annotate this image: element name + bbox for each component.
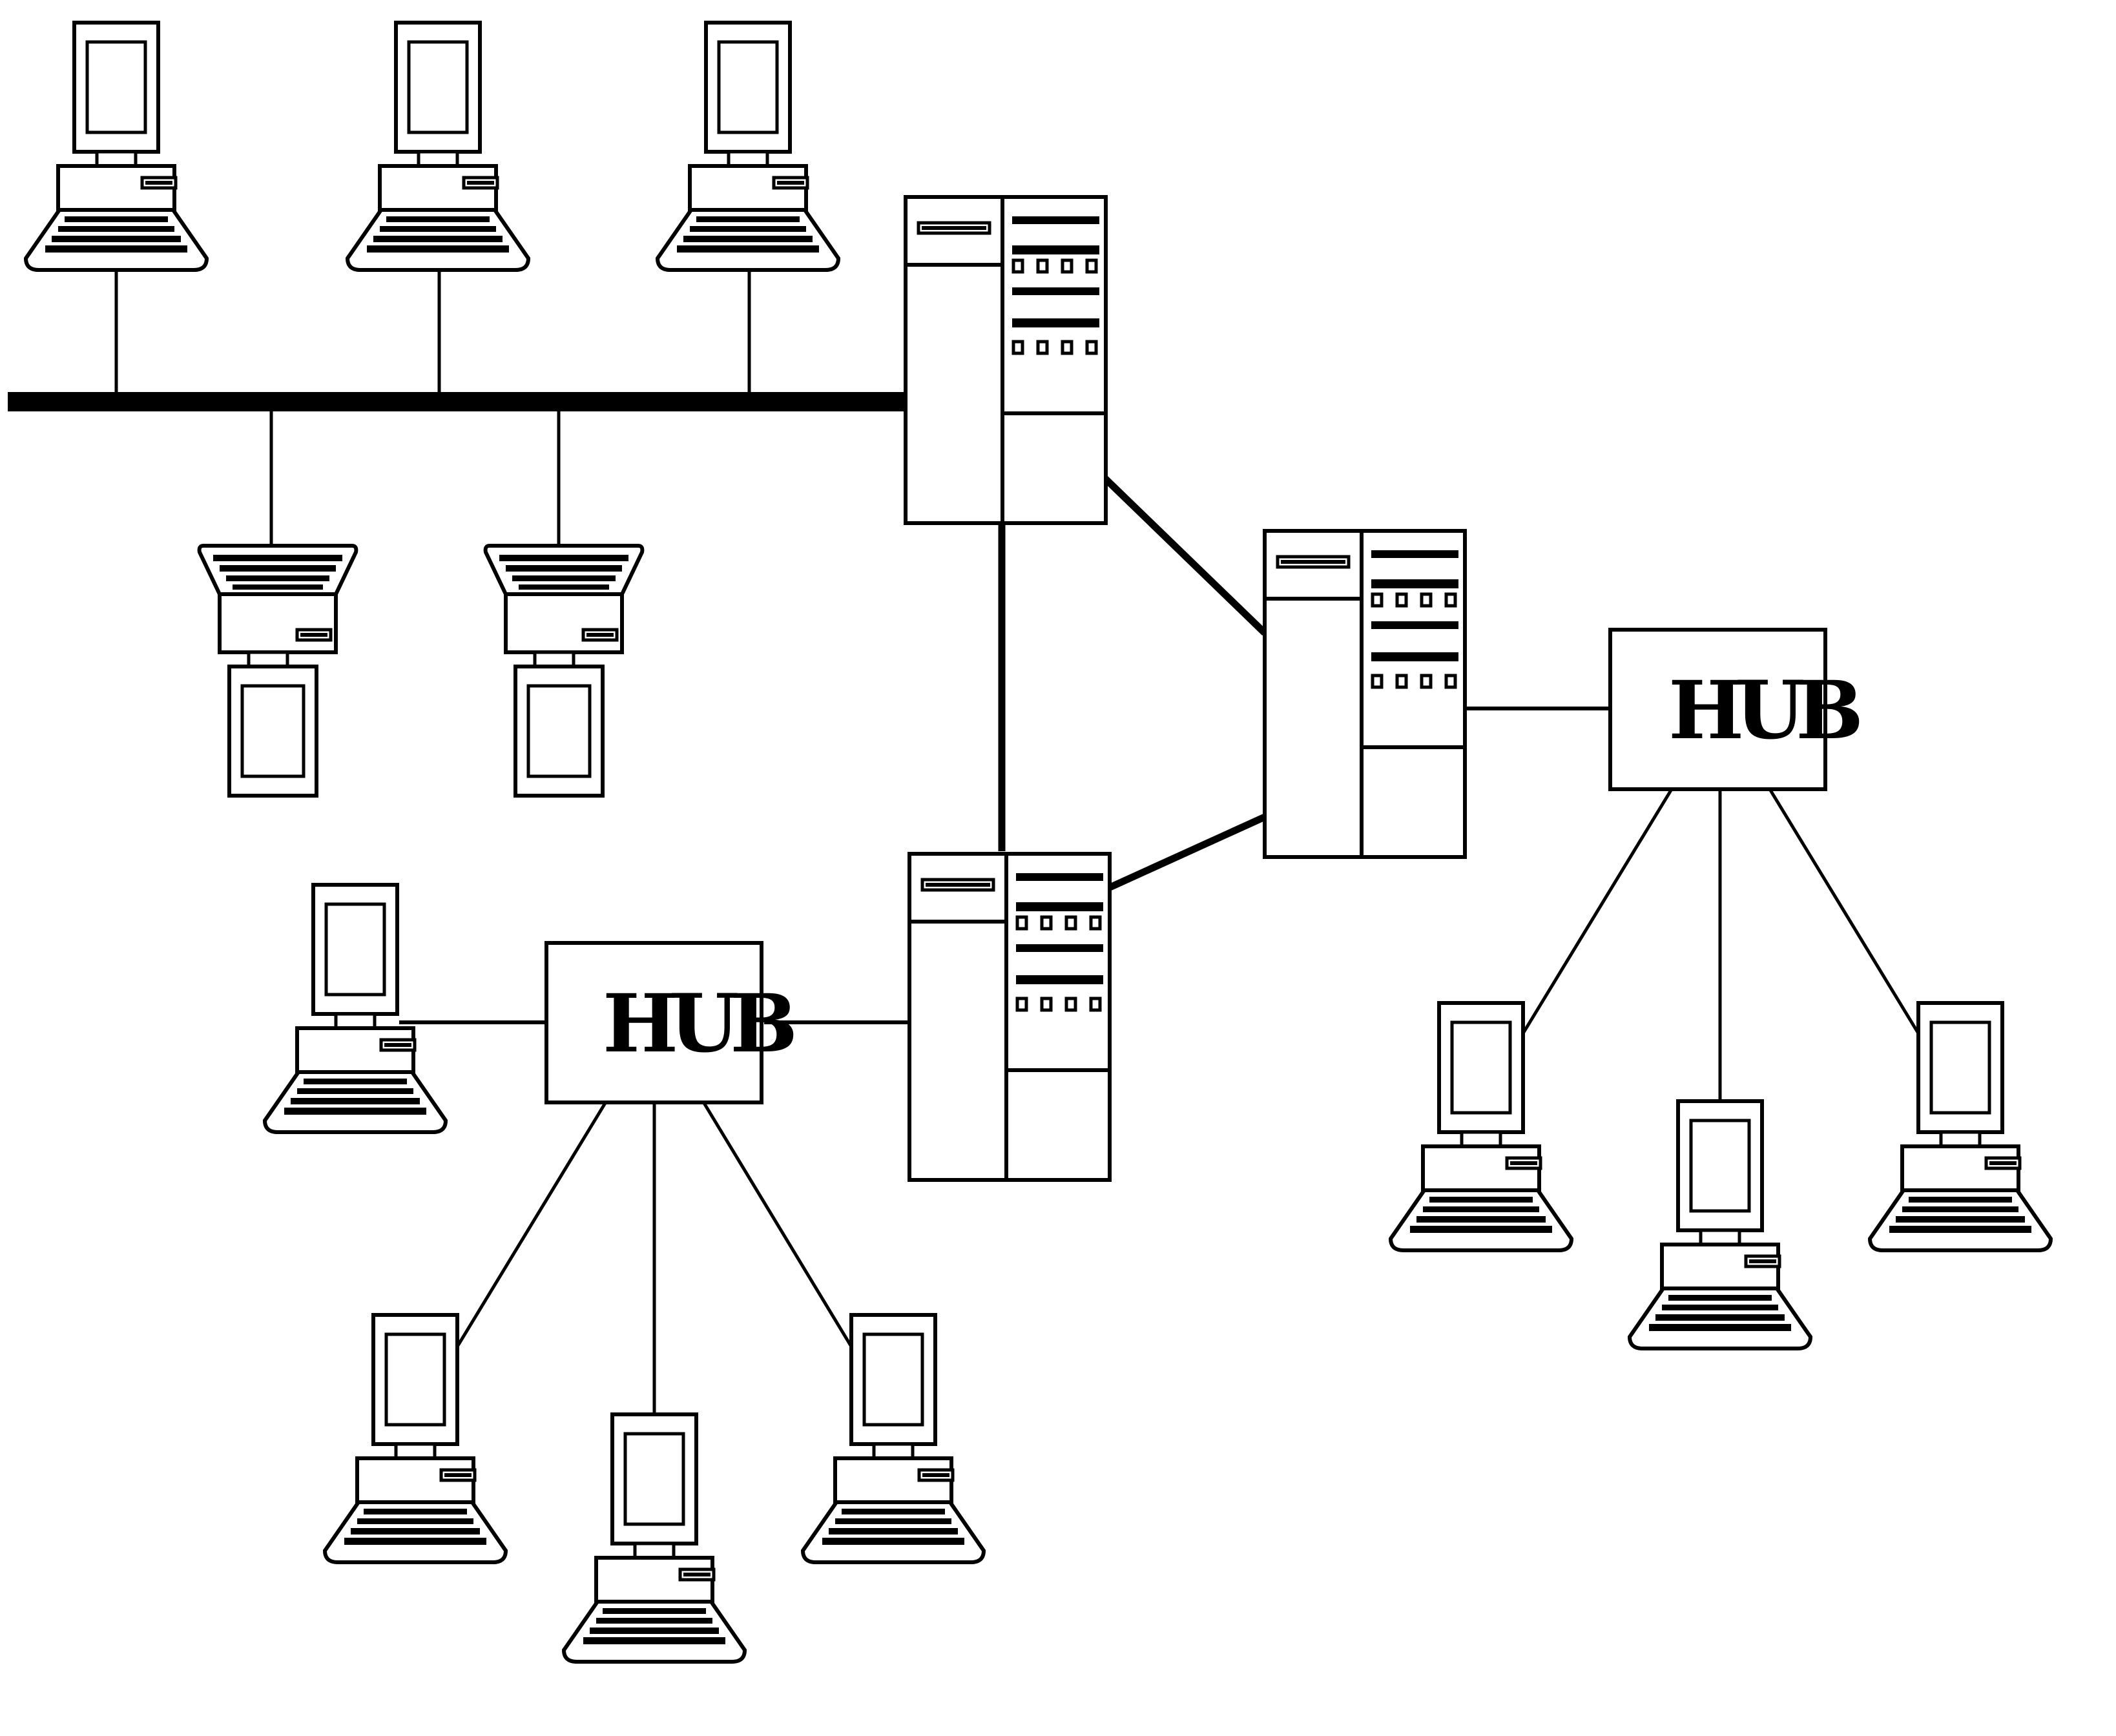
servers [906,197,1465,1180]
workstation-icon [658,23,838,270]
workstation-icon [1870,1003,2051,1250]
connections [8,265,1920,1414]
link-server-bottom-to-middle [1106,813,1267,892]
link-hub-left-to-workstation [455,1102,607,1348]
workstation-icon [1630,1101,1810,1348]
workstation-icon [265,885,446,1132]
hub-label: HUB [1668,664,1859,758]
server-icon [906,197,1106,523]
workstation-icon [26,23,207,270]
hub-left: HUB [545,941,802,1104]
hub-label: HUB [603,977,793,1071]
workstation-icon [347,23,528,270]
workstation-icon [325,1315,506,1562]
workstation-icon [200,546,357,796]
workstation-icon [486,546,643,796]
hub-icon [1608,628,1827,791]
workstation-icon [1391,1003,1571,1250]
link-server-top-to-middle [1102,475,1267,636]
server-icon [909,854,1110,1180]
hub-right: HUB [1608,628,1868,791]
link-hub-right-to-workstation [1768,788,1920,1035]
server-icon [1265,531,1465,857]
link-hub-right-to-workstation [1521,788,1674,1035]
link-hub-left-to-workstation [702,1102,853,1348]
hub-icon [545,941,763,1104]
workstation-icon [803,1315,984,1562]
workstation-icon [564,1414,745,1662]
